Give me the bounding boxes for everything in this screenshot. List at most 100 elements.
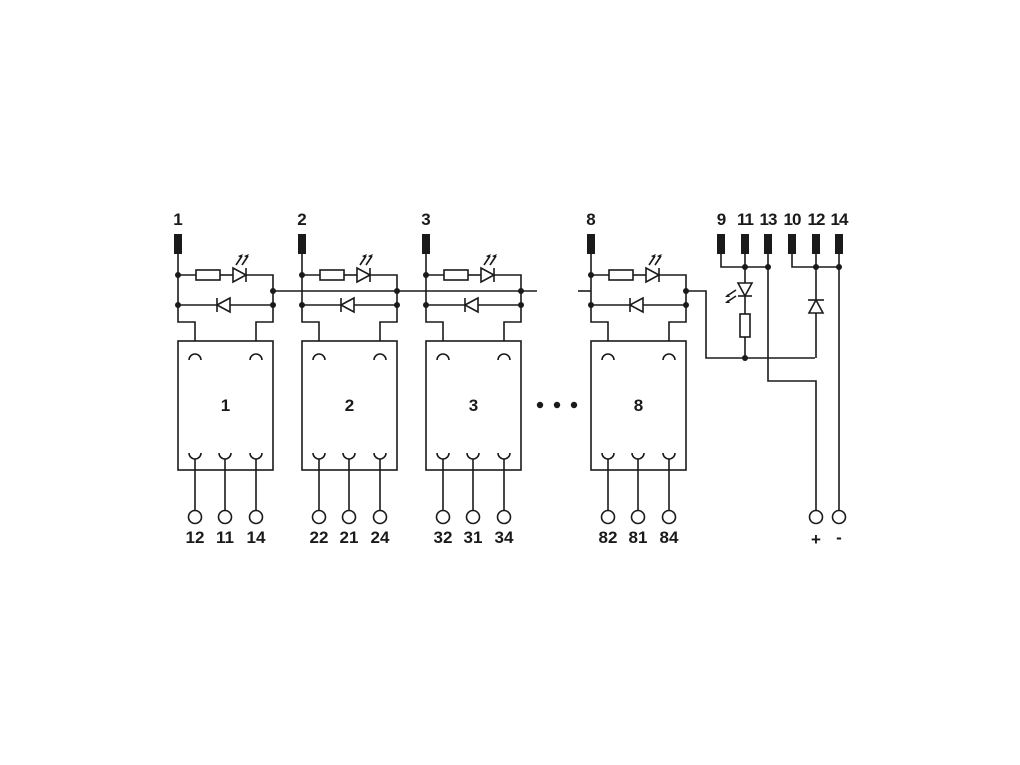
right-terminal-icon — [741, 234, 749, 254]
junction-dot — [394, 302, 400, 308]
coil-contact-icon — [312, 353, 387, 361]
switch-contact-icon — [497, 452, 511, 460]
arrowheads-icon — [725, 294, 730, 303]
junction-dot — [270, 288, 276, 294]
junction-dot — [588, 302, 594, 308]
bus-to-indicator-line — [686, 290, 815, 359]
relay-module-8: 8 8 82 81 84 — [586, 210, 689, 547]
output-terminal-label: 12 — [186, 528, 205, 547]
output-terminal-icon — [248, 509, 264, 525]
output-terminal-icon — [496, 509, 512, 525]
input-terminal-icon — [174, 234, 182, 254]
arrowheads-icon — [362, 254, 373, 258]
junction-dot — [518, 288, 524, 294]
coil-wire-left — [590, 254, 609, 341]
switch-contact-icon — [436, 452, 450, 460]
right-terminal-label: 10 — [784, 210, 801, 229]
relay-number: 2 — [345, 396, 354, 415]
input-terminal-icon — [298, 234, 306, 254]
switch-contact-icon — [312, 452, 326, 460]
switch-contact-icon — [218, 452, 232, 460]
right-terminal-icon — [717, 234, 725, 254]
junction-dot — [742, 355, 748, 361]
right-terminal-label: 11 — [737, 210, 754, 229]
junction-dot — [423, 272, 429, 278]
junction-dot — [588, 272, 594, 278]
protection-diode-icon — [807, 298, 825, 314]
right-terminal-icon — [812, 234, 820, 254]
junction-dot — [683, 302, 689, 308]
freewheel-diode-icon — [628, 296, 644, 314]
input-terminal-label: 1 — [173, 210, 182, 229]
input-terminal-icon — [422, 234, 430, 254]
resistor-icon — [319, 269, 345, 281]
junction-dot — [765, 264, 771, 270]
coil-wire-left — [301, 254, 320, 341]
output-terminal-label: 24 — [371, 528, 390, 547]
resistor-icon — [195, 269, 221, 281]
junction-dot — [423, 302, 429, 308]
output-terminal-icon — [372, 509, 388, 525]
output-terminal-label: 82 — [599, 528, 618, 547]
arrowheads-icon — [651, 254, 662, 258]
output-terminal-label: 21 — [340, 528, 359, 547]
coil-contact-icon — [436, 353, 511, 361]
power-led-icon — [736, 282, 754, 298]
coil-wire-right — [370, 274, 398, 341]
coil-wire-left — [425, 254, 444, 341]
input-terminal-label: 8 — [586, 210, 595, 229]
freewheel-diode-icon — [215, 296, 231, 314]
right-terminal-icon — [835, 234, 843, 254]
junction-dot — [175, 272, 181, 278]
common-wiring — [273, 290, 815, 409]
output-terminal-icon — [661, 509, 677, 525]
resistor-icon — [608, 269, 634, 281]
led-icon — [356, 266, 372, 284]
output-terminal-label: 81 — [629, 528, 648, 547]
junction-dot — [836, 264, 842, 270]
led-icon — [480, 266, 496, 284]
switch-contact-icon — [631, 452, 645, 460]
switch-contact-icon — [466, 452, 480, 460]
junction-dot — [175, 302, 181, 308]
switch-contact-icon — [188, 452, 202, 460]
plus-label: + — [811, 530, 821, 549]
right-terminal-label: 13 — [760, 210, 777, 229]
right-terminal-icon — [764, 234, 772, 254]
switch-contact-icon — [601, 452, 615, 460]
output-terminal-icon — [311, 509, 327, 525]
arrowheads-icon — [238, 254, 249, 258]
switch-contact-icon — [249, 452, 263, 460]
freewheel-diode-icon — [339, 296, 355, 314]
right-terminal-label: 9 — [717, 210, 726, 229]
junction-dot — [518, 302, 524, 308]
plus-terminal-icon — [808, 509, 824, 525]
output-terminal-label: 22 — [310, 528, 329, 547]
output-terminal-icon — [630, 509, 646, 525]
relay-number: 8 — [634, 396, 643, 415]
terminal-group-right — [791, 254, 839, 268]
junction-dot — [299, 272, 305, 278]
output-terminal-label: 84 — [660, 528, 679, 547]
output-terminal-label: 31 — [464, 528, 483, 547]
switch-contact-icon — [662, 452, 676, 460]
output-terminal-label: 34 — [495, 528, 514, 547]
resistor-icon — [443, 269, 469, 281]
input-terminal-icon — [587, 234, 595, 254]
coil-wire-left — [177, 254, 196, 341]
output-terminal-icon — [435, 509, 451, 525]
coil-wire-right — [494, 274, 522, 341]
freewheel-diode-icon — [463, 296, 479, 314]
arrowheads-icon — [486, 254, 497, 258]
junction-dot — [299, 302, 305, 308]
junction-dot — [683, 288, 689, 294]
ellipsis-icon — [536, 401, 578, 409]
resistor-icon — [739, 313, 751, 338]
right-terminal-label: 14 — [831, 210, 849, 229]
coil-contact-icon — [601, 353, 676, 361]
junction-dot — [394, 288, 400, 294]
